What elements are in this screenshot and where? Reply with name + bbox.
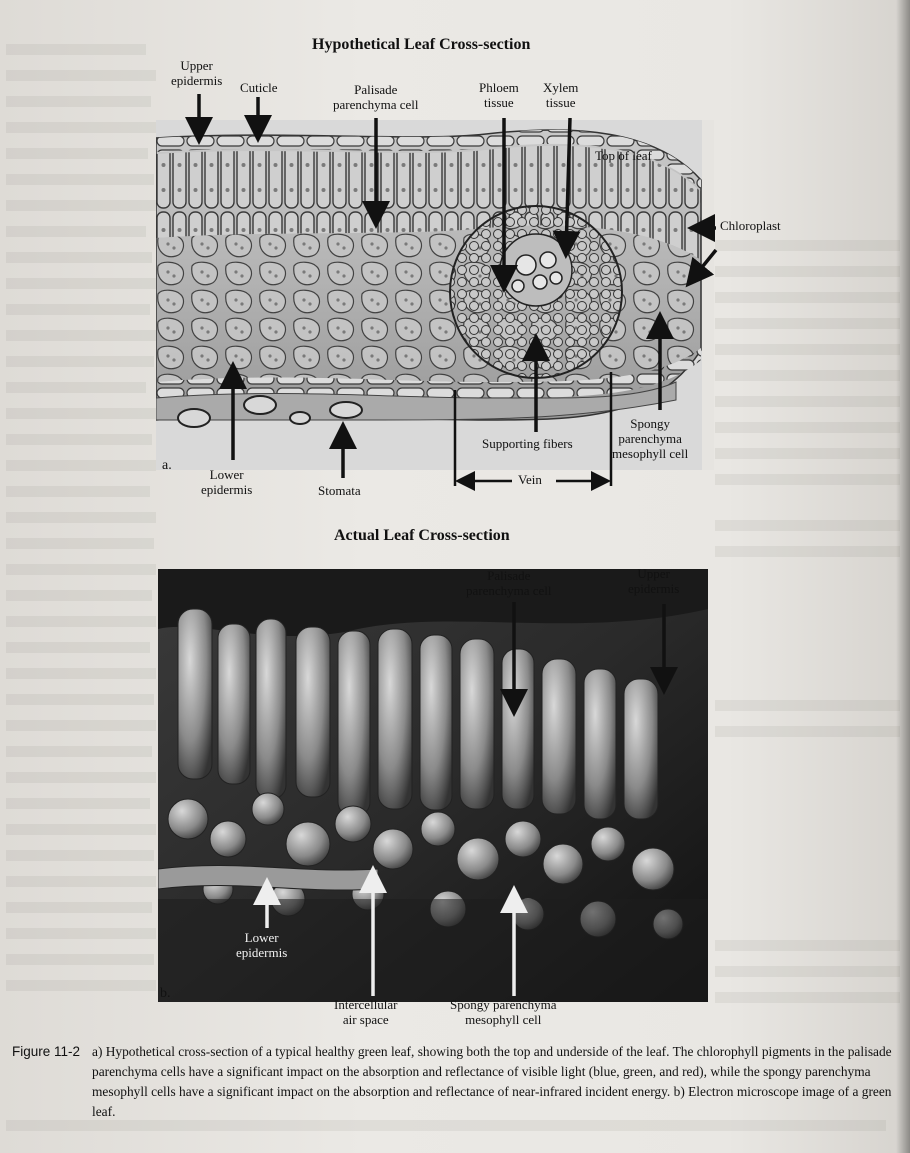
caption-figure-number: Figure 11-2 bbox=[12, 1042, 86, 1062]
page-edge-shadow bbox=[896, 0, 910, 1153]
figure-b-title: Actual Leaf Cross-section bbox=[334, 527, 510, 545]
caption-text: a) Hypothetical cross-section of a typic… bbox=[92, 1042, 900, 1122]
figure-b-pointers bbox=[0, 560, 910, 1020]
figure-a-pointers bbox=[0, 0, 910, 560]
